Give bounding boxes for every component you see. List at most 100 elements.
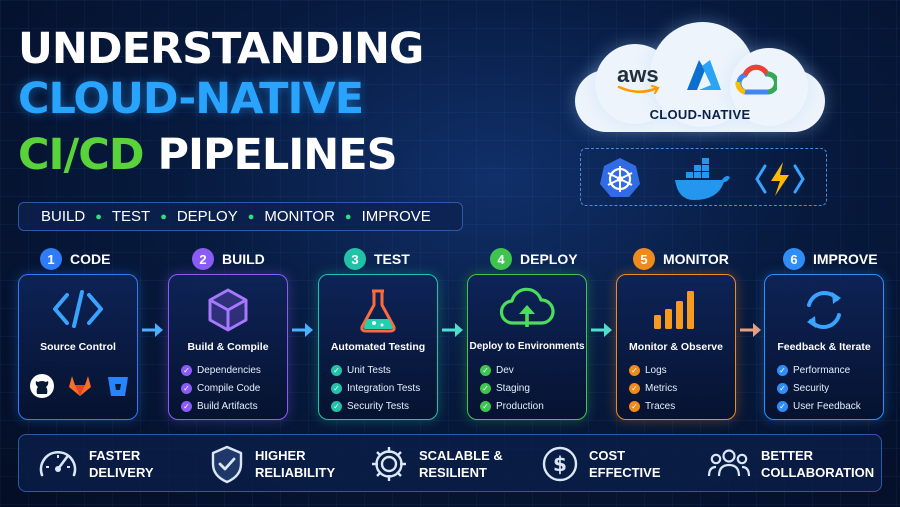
cloud-native-cloud: aws CLOUD-NATIVE bbox=[565, 22, 835, 137]
bitbucket-icon bbox=[108, 377, 128, 396]
shield-check-icon bbox=[211, 445, 243, 484]
flow-arrow-icon bbox=[740, 323, 761, 337]
step-card-monitor: Monitor & Observe ✓Logs ✓Metrics ✓Traces bbox=[616, 274, 736, 420]
kubernetes-icon bbox=[600, 158, 640, 197]
azure-logo bbox=[687, 60, 721, 90]
list-item: ✓Production bbox=[480, 397, 544, 415]
title-line-3: CI/CD PIPELINES bbox=[18, 134, 398, 177]
step-number: 5 bbox=[633, 248, 655, 270]
cube-icon bbox=[208, 288, 248, 332]
stage-separator: ● bbox=[344, 210, 352, 223]
flow-arrow-icon bbox=[442, 323, 463, 337]
step-number: 1 bbox=[40, 248, 62, 270]
card-title: Build & Compile bbox=[187, 341, 269, 353]
flow-arrow-icon bbox=[142, 323, 163, 337]
check-icon: ✓ bbox=[777, 364, 788, 376]
step-card-improve: Feedback & Iterate ✓Performance ✓Securit… bbox=[764, 274, 884, 420]
gear-icon bbox=[372, 447, 406, 481]
step-number: 3 bbox=[344, 248, 366, 270]
step-name: DEPLOY bbox=[520, 251, 578, 267]
list-item: ✓Unit Tests bbox=[331, 361, 420, 379]
list-item: ✓Compile Code bbox=[181, 379, 261, 397]
google-cloud-logo bbox=[735, 64, 777, 95]
check-icon: ✓ bbox=[181, 382, 192, 394]
step-header-test: 3 TEST bbox=[344, 248, 410, 270]
check-icon: ✓ bbox=[777, 382, 788, 394]
step-card-build: Build & Compile ✓Dependencies ✓Compile C… bbox=[168, 274, 288, 420]
refresh-cycle-icon bbox=[807, 291, 841, 329]
step-header-deploy: 4 DEPLOY bbox=[490, 248, 578, 270]
list-item: ✓Performance bbox=[777, 361, 861, 379]
benefit-line: DELIVERY bbox=[89, 465, 154, 480]
step-card-code: Source Control bbox=[18, 274, 138, 420]
step-header-code: 1 CODE bbox=[40, 248, 110, 270]
step-header-monitor: 5 MONITOR bbox=[633, 248, 729, 270]
list-item: ✓Logs bbox=[629, 361, 677, 379]
benefit-line: COLLABORATION bbox=[761, 465, 875, 480]
code-brackets-icon bbox=[53, 290, 103, 328]
aws-smile-icon bbox=[617, 85, 660, 95]
serverless-functions-icon bbox=[755, 162, 805, 196]
benefit-line: EFFECTIVE bbox=[589, 465, 661, 480]
check-icon: ✓ bbox=[480, 400, 491, 412]
list-item: ✓Security Tests bbox=[331, 397, 420, 415]
step-name: MONITOR bbox=[663, 251, 729, 267]
check-icon: ✓ bbox=[181, 364, 192, 376]
cloud-upload-icon bbox=[499, 287, 555, 327]
card-title: Source Control bbox=[40, 341, 116, 353]
step-number: 6 bbox=[783, 248, 805, 270]
title-line-2: CLOUD-NATIVE bbox=[18, 74, 364, 124]
stage-separator: ● bbox=[247, 210, 255, 223]
list-item: ✓Dev bbox=[480, 361, 544, 379]
check-icon: ✓ bbox=[629, 364, 640, 376]
benefit-line: BETTER bbox=[761, 448, 813, 463]
step-header-improve: 6 IMPROVE bbox=[783, 248, 878, 270]
cloud-puff bbox=[730, 48, 808, 126]
step-name: IMPROVE bbox=[813, 251, 878, 267]
step-number: 4 bbox=[490, 248, 512, 270]
list-item: ✓Security bbox=[777, 379, 861, 397]
list-item: ✓Integration Tests bbox=[331, 379, 420, 397]
card-list: ✓Logs ✓Metrics ✓Traces bbox=[629, 361, 677, 415]
list-item: ✓Staging bbox=[480, 379, 544, 397]
flow-arrow-icon bbox=[591, 323, 612, 337]
list-item: ✓User Feedback bbox=[777, 397, 861, 415]
stage-test: TEST bbox=[111, 208, 151, 225]
list-item: ✓Dependencies bbox=[181, 361, 261, 379]
card-title: Feedback & Iterate bbox=[777, 341, 871, 353]
gitlab-icon bbox=[69, 376, 91, 396]
github-icon bbox=[30, 374, 54, 398]
card-title: Deploy to Environments bbox=[469, 341, 585, 352]
team-icon bbox=[707, 449, 751, 477]
list-item: ✓Traces bbox=[629, 397, 677, 415]
cloud-label: CLOUD-NATIVE bbox=[649, 107, 751, 122]
card-list: ✓Dependencies ✓Compile Code ✓Build Artif… bbox=[181, 361, 261, 415]
check-icon: ✓ bbox=[480, 364, 491, 376]
step-name: BUILD bbox=[222, 251, 265, 267]
check-icon: ✓ bbox=[331, 382, 342, 394]
card-list: ✓Dev ✓Staging ✓Production bbox=[480, 361, 544, 415]
step-name: TEST bbox=[374, 251, 410, 267]
benefit-better-collaboration: BETTER COLLABORATION bbox=[707, 435, 874, 493]
check-icon: ✓ bbox=[480, 382, 491, 394]
check-icon: ✓ bbox=[331, 400, 342, 412]
card-title: Automated Testing bbox=[330, 341, 426, 353]
stages-bar: BUILD ● TEST ● DEPLOY ● MONITOR ● IMPROV… bbox=[18, 202, 463, 231]
source-control-tools bbox=[29, 373, 131, 399]
flow-arrow-icon bbox=[292, 323, 313, 337]
check-icon: ✓ bbox=[629, 400, 640, 412]
step-card-test: Automated Testing ✓Unit Tests ✓Integrati… bbox=[318, 274, 438, 420]
step-header-build: 2 BUILD bbox=[192, 248, 265, 270]
stage-deploy: DEPLOY bbox=[176, 208, 238, 225]
title-line-1: UNDERSTANDING bbox=[18, 24, 424, 74]
card-list: ✓Performance ✓Security ✓User Feedback bbox=[777, 361, 861, 415]
bar-chart-icon bbox=[654, 291, 694, 329]
card-list: ✓Unit Tests ✓Integration Tests ✓Security… bbox=[331, 361, 420, 415]
stage-build: BUILD bbox=[41, 208, 86, 225]
stage-separator: ● bbox=[160, 210, 167, 223]
check-icon: ✓ bbox=[629, 382, 640, 394]
